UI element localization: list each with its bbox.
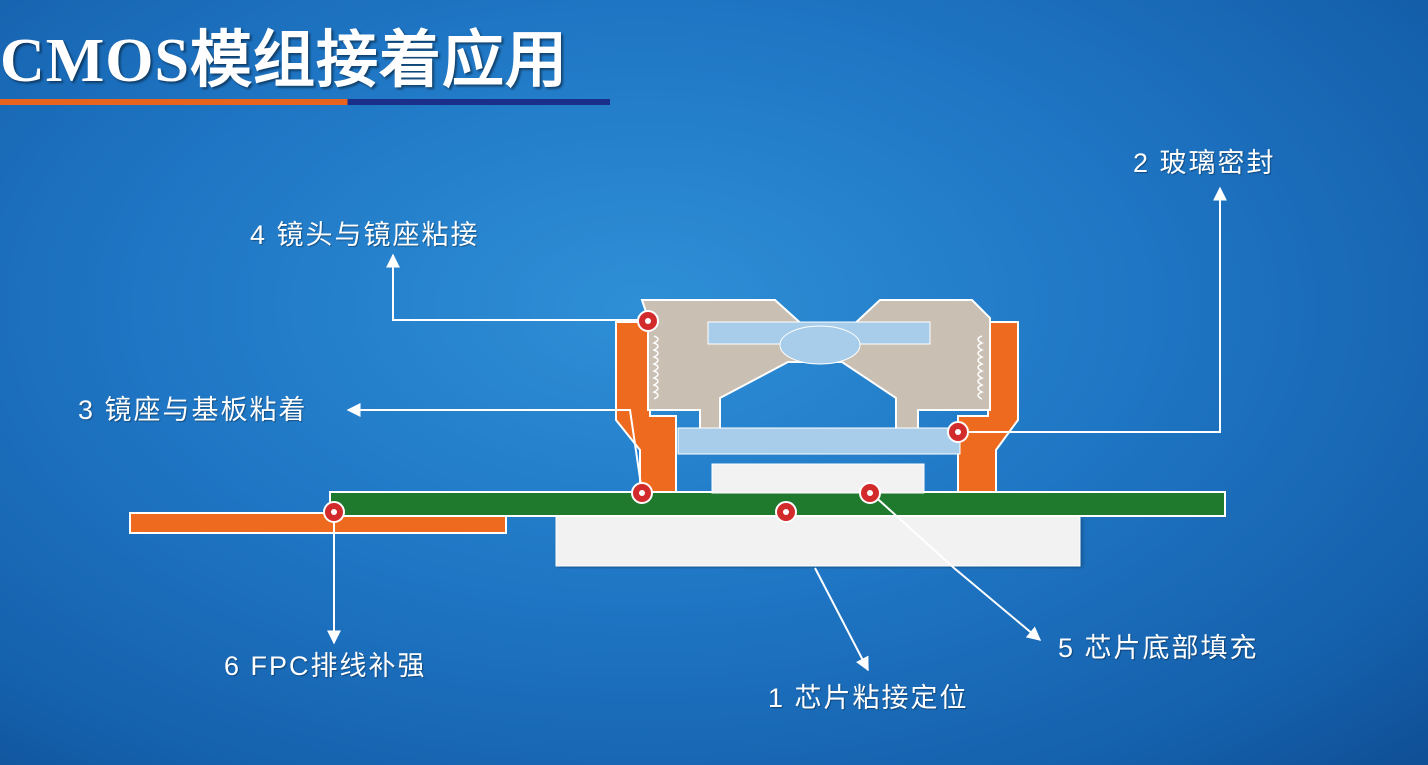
label-fpc-reinforce: 6 FPC排线补强	[224, 651, 427, 681]
label-glass-seal: 2 玻璃密封	[1133, 148, 1276, 178]
bottom-die	[555, 515, 1081, 567]
underfill-point	[859, 482, 881, 504]
leader-line-underfill	[869, 491, 1042, 641]
leader-line-holder-substrate-bond	[346, 403, 643, 493]
fpc-cable	[129, 512, 507, 534]
sensor-chip	[711, 463, 925, 494]
glass-filter	[677, 427, 961, 455]
leader-line-glass-seal	[958, 186, 1227, 433]
chip-bond-point	[775, 501, 797, 523]
lens-barrel	[640, 299, 991, 431]
label-holder-substrate-bond: 3 镜座与基板粘着	[78, 395, 308, 425]
fpc-reinforce-point	[323, 501, 345, 523]
label-underfill: 5 芯片底部填充	[1058, 633, 1259, 663]
lens-holder-bond-point	[637, 310, 659, 332]
leader-line-lens-holder-bond	[386, 253, 648, 321]
glass-seal-point	[947, 421, 969, 443]
title-underline	[0, 99, 610, 105]
holder-substrate-bond-point	[631, 482, 653, 504]
page-title: CMOS模组接着应用	[0, 27, 569, 95]
label-chip-bond: 1 芯片粘接定位	[768, 683, 969, 713]
thread-left	[652, 335, 659, 400]
label-lens-holder-bond: 4 镜头与镜座粘接	[250, 220, 480, 250]
leader-line-chip-bond	[814, 567, 869, 672]
thread-right	[977, 335, 984, 400]
lens-element	[779, 325, 861, 365]
